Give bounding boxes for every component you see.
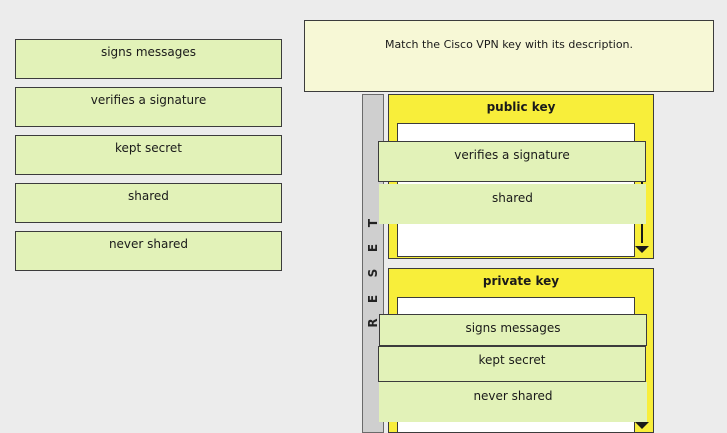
source-tile-label: verifies a signature xyxy=(90,93,207,107)
placed-tile-never-shared[interactable]: never shared xyxy=(379,382,647,422)
placed-tile-label: never shared xyxy=(473,389,553,403)
placed-tile-label: shared xyxy=(492,191,533,205)
source-tile-shared[interactable]: shared xyxy=(15,183,282,223)
placed-tile-verifies-a-signature[interactable]: verifies a signature xyxy=(378,141,646,182)
placed-tile-label: verifies a signature xyxy=(454,148,570,162)
source-tile-label: shared xyxy=(128,189,169,203)
target-title: public key xyxy=(486,100,556,114)
reset-letter: E xyxy=(366,294,380,304)
placed-tile-shared[interactable]: shared xyxy=(379,184,646,224)
scroll-down-arrow-icon[interactable] xyxy=(635,246,649,253)
placed-tile-label: kept secret xyxy=(478,353,546,367)
source-tile-signs-messages[interactable]: signs messages xyxy=(15,39,282,79)
source-tile-kept-secret[interactable]: kept secret xyxy=(15,135,282,175)
scroll-down-arrow-icon[interactable] xyxy=(635,422,649,429)
source-tile-label: kept secret xyxy=(114,141,183,155)
source-tile-verifies-a-signature[interactable]: verifies a signature xyxy=(15,87,282,127)
instruction-box: Match the Cisco VPN key with its descrip… xyxy=(304,20,714,92)
placed-tile-kept-secret[interactable]: kept secret xyxy=(378,346,646,382)
placed-tile-signs-messages[interactable]: signs messages xyxy=(379,314,647,346)
source-tile-never-shared[interactable]: never shared xyxy=(15,231,282,271)
source-tile-label: signs messages xyxy=(100,45,197,59)
reset-letter: E xyxy=(366,243,380,253)
target-title: private key xyxy=(482,274,560,288)
instruction-text: Match the Cisco VPN key with its descrip… xyxy=(384,38,634,51)
source-tile-label: never shared xyxy=(108,237,189,251)
placed-tile-label: signs messages xyxy=(465,321,561,335)
reset-letter: S xyxy=(366,268,380,278)
